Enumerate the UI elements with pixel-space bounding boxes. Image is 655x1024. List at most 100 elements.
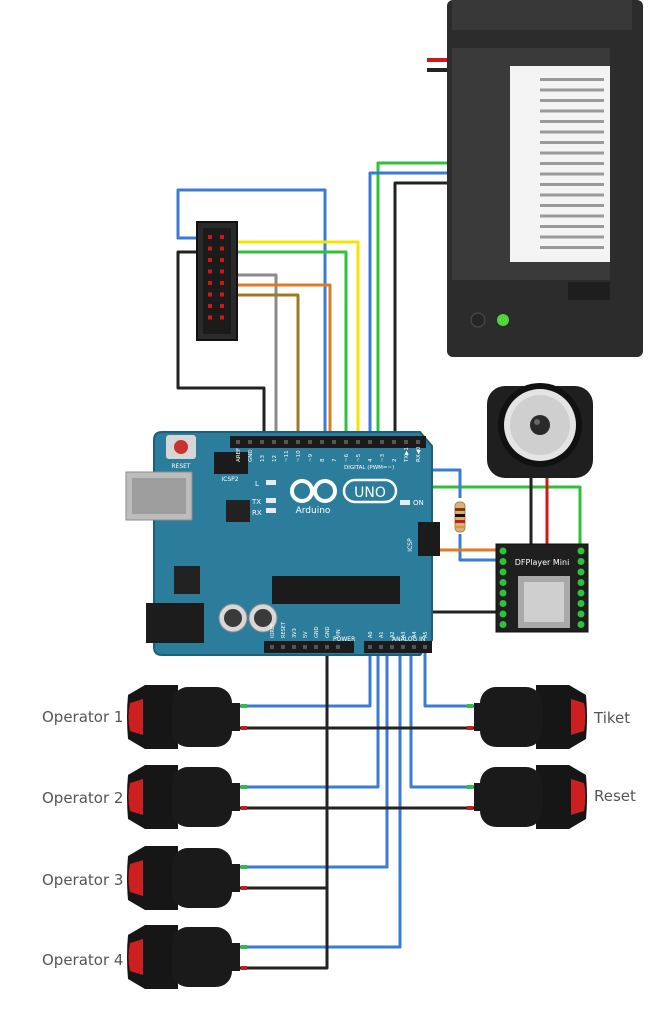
dfplayer-pin <box>499 579 507 586</box>
power-pin-label: 5V <box>303 631 309 638</box>
operator-3-label: Operator 3 <box>42 871 124 889</box>
dfplayer-pin <box>577 610 585 618</box>
resistor <box>454 501 466 533</box>
dfplayer-pin <box>499 547 507 555</box>
reset-button-icon <box>174 440 188 454</box>
dfplayer-pin <box>577 558 585 565</box>
paper-line <box>540 214 604 218</box>
header-pin <box>208 269 212 274</box>
paper-line <box>540 246 604 249</box>
header-pin <box>220 315 224 320</box>
digital-label: DIGITAL (PWM=~) <box>344 465 394 471</box>
reset-button-label: Reset <box>594 787 636 805</box>
icsp-label: ICSP <box>407 538 414 552</box>
analog-pin-hole <box>401 645 405 649</box>
paper-line <box>540 78 604 81</box>
digital-pin-label: ~9 <box>308 453 314 462</box>
operator-3-button[interactable] <box>127 846 240 910</box>
operator-1-button[interactable] <box>127 685 240 749</box>
atmega-chip <box>272 576 400 604</box>
digital-pin-hole <box>260 440 264 444</box>
speaker <box>487 383 593 478</box>
dfplayer-pin <box>499 621 507 628</box>
wire-terminal <box>241 966 247 970</box>
dfplayer-pin <box>499 558 507 565</box>
digital-pin-label: ~10 <box>296 450 302 462</box>
power-pin-label: RESET <box>281 621 287 638</box>
header-pin <box>220 258 224 262</box>
digital-pin-hole <box>320 440 324 444</box>
digital-pin-label: RX◀0 <box>416 446 422 462</box>
power-pin-hole <box>281 645 285 649</box>
digital-pin-hole <box>380 440 384 444</box>
dfplayer-pin <box>577 589 585 597</box>
dc-jack <box>146 603 204 643</box>
header-pin <box>208 281 212 285</box>
paper-line <box>540 99 604 102</box>
analog-pin-label: A3 <box>401 631 407 638</box>
wire-terminal <box>467 704 473 708</box>
digital-pin-label: 12 <box>272 455 278 462</box>
dfplayer-pin <box>499 600 507 607</box>
digital-pin-hole <box>308 440 312 444</box>
paper-line <box>540 109 604 113</box>
operator-2-button[interactable] <box>127 765 240 829</box>
power-pin-label: GND <box>325 626 331 638</box>
digital-pin-label: 2 <box>392 459 398 463</box>
analog-header <box>364 641 432 653</box>
dfplayer-pin <box>577 579 585 586</box>
paper-line <box>540 120 604 123</box>
wire-terminal <box>241 785 247 789</box>
header-pin <box>208 246 212 251</box>
wire-terminal <box>241 726 247 730</box>
uno-model: UNO <box>354 485 386 501</box>
wire-terminal <box>241 945 247 949</box>
tiket-button[interactable] <box>474 685 587 749</box>
reset-button[interactable] <box>474 765 587 829</box>
operator-2-label: Operator 2 <box>42 789 124 807</box>
digital-pin-hole <box>368 440 372 444</box>
analog-pin-label: A0 <box>368 631 374 638</box>
paper-line <box>540 88 604 92</box>
analog-label: ANALOG IN <box>392 636 425 643</box>
printer-paper-text <box>540 78 604 249</box>
digital-pin-label: 13 <box>260 455 266 462</box>
operator-1-label: Operator 1 <box>42 708 124 726</box>
on-label: ON <box>413 499 424 507</box>
analog-pin-label: A2 <box>390 631 396 638</box>
power-header <box>264 641 354 653</box>
header-pin <box>220 246 224 251</box>
digital-pin-label: AREF <box>236 448 242 462</box>
analog-pin-label: A4 <box>412 631 418 638</box>
header-pin <box>208 304 212 308</box>
dfplayer-pin <box>577 547 585 555</box>
paper-line <box>540 141 604 144</box>
icsp2-label: ICSP2 <box>221 476 238 483</box>
arduino-brand: Arduino <box>296 506 331 516</box>
digital-pin-hole <box>284 440 288 444</box>
power-pin-label: 3V3 <box>292 628 298 638</box>
dfplayer-label: DFPlayer Mini <box>515 558 570 567</box>
power-label: POWER <box>333 636 355 643</box>
paper-line <box>540 151 604 155</box>
header-pin <box>220 281 224 285</box>
analog-pin-label: A1 <box>379 631 385 638</box>
operator-4-button[interactable] <box>127 925 240 989</box>
header-pin <box>220 292 224 297</box>
wire-terminal <box>467 806 473 810</box>
tiket-label: Tiket <box>594 709 631 727</box>
digital-pin-hole <box>344 440 348 444</box>
operator-4-label: Operator 4 <box>42 951 124 969</box>
arduino-logo-icon <box>290 479 337 503</box>
analog-pin-hole <box>379 645 383 649</box>
analog-pin-hole <box>390 645 394 649</box>
power-pin-hole <box>336 645 340 649</box>
analog-pin-hole <box>368 645 372 649</box>
dfplayer-pin <box>577 568 585 576</box>
paper-line <box>540 225 604 228</box>
wire-terminal <box>467 726 473 730</box>
wire-terminal <box>241 886 247 890</box>
paper-line <box>540 130 604 134</box>
power-pin-hole <box>292 645 296 649</box>
